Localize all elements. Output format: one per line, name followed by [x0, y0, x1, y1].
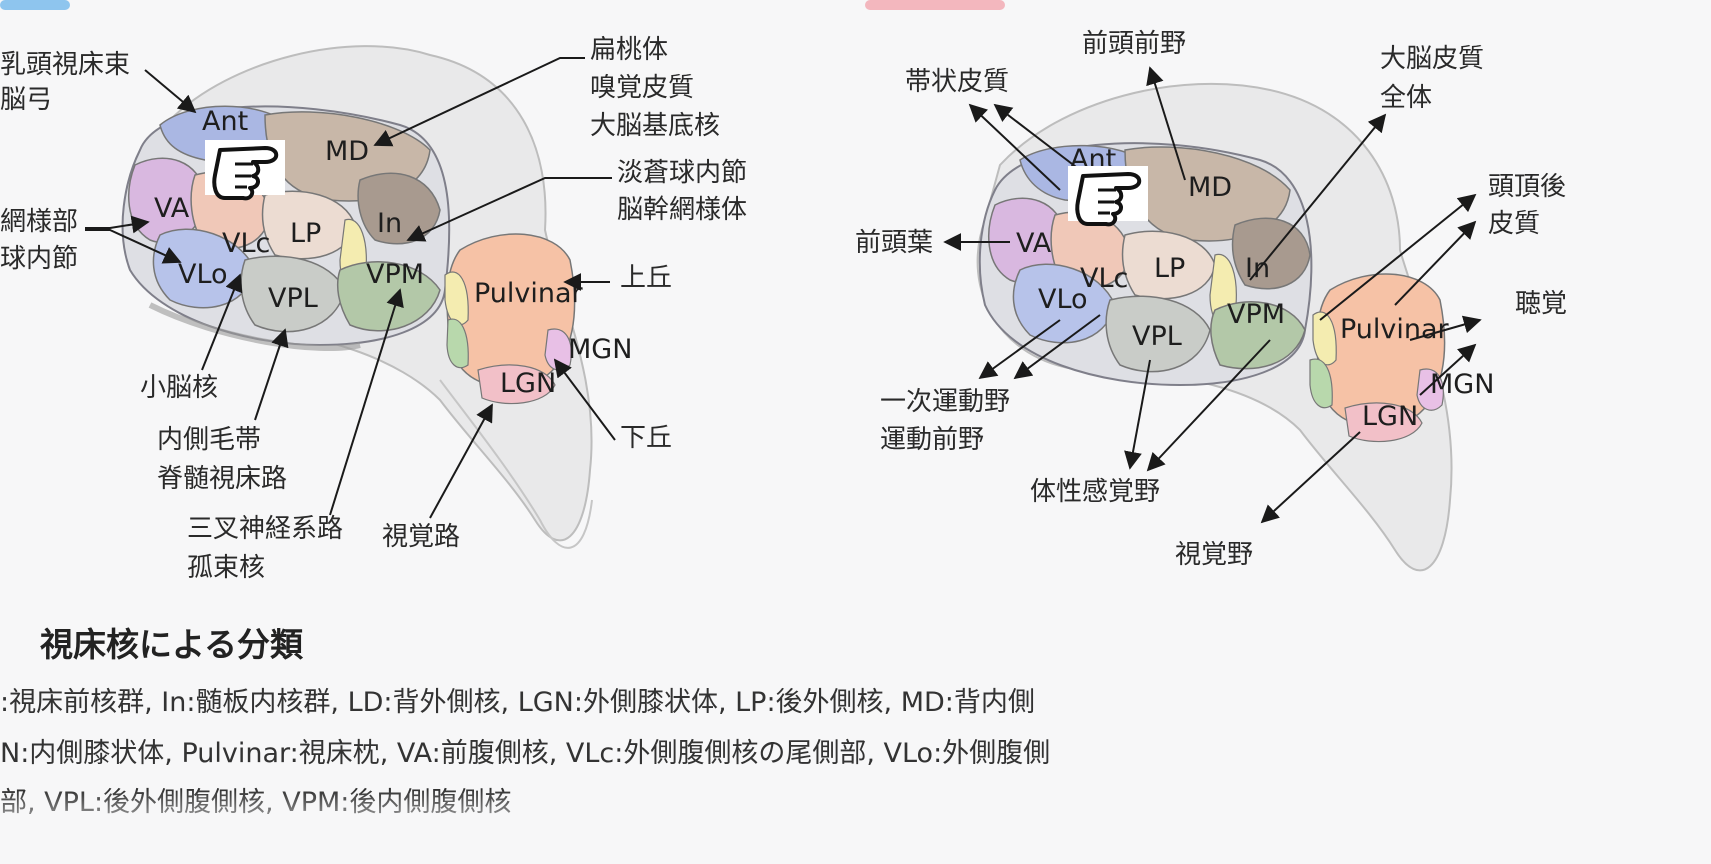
left-label-vlc: VLc [222, 228, 270, 259]
left-pulvinar-yellow [444, 271, 469, 326]
left-brainstem [439, 379, 593, 549]
tab-right-decoration [865, 0, 1005, 10]
left-label-medial-lemniscus: 内側毛帯 [157, 425, 261, 455]
right-label-parietal: 頭頂後 [1488, 172, 1566, 202]
section-title: 視床核による分類 [40, 625, 304, 664]
right-nucleus-lgn [1344, 402, 1423, 443]
right-label-premotor: 運動前野 [880, 425, 984, 455]
left-label-lgn: LGN [500, 368, 556, 399]
right-pulvinar-yellow [1312, 311, 1337, 366]
pointing-hand-icon [205, 140, 285, 201]
right-label-va: VA [1016, 228, 1052, 259]
left-label-solitary: 孤束核 [187, 553, 265, 583]
right-label-cortex: 皮質 [1488, 209, 1540, 239]
left-label-reticular: 網様部 [0, 207, 78, 237]
right-label-whole: 全体 [1380, 83, 1432, 113]
right-label-vpl: VPL [1132, 321, 1182, 352]
left-label-vlo: VLo [178, 259, 228, 290]
right-label-vpm: VPM [1227, 299, 1285, 330]
left-label-mammillothalamic: 乳頭視床束 [0, 50, 130, 80]
left-label-superior-colliculus: 上丘 [620, 263, 672, 293]
left-label-olfactory: 嗅覚皮質 [590, 73, 694, 103]
left-label-inferior-colliculus: 下丘 [620, 423, 672, 453]
left-thalamus-plate [148, 302, 361, 352]
left-label-vpm: VPM [366, 259, 424, 290]
left-label-fornix: 脳弓 [0, 85, 52, 115]
left-label-in: In [377, 208, 402, 239]
right-nucleus-lp [1121, 230, 1216, 300]
pointing-hand-icon-right [1068, 166, 1148, 227]
legend-line: :視床前核群, In:髄板内核群, LD:背外側核, LGN:外側膝状体, LP… [0, 687, 1035, 718]
tab-left-decoration [0, 0, 70, 10]
left-label-md: MD [325, 136, 369, 167]
right-label-cerebral: 大脳皮質 [1380, 44, 1484, 74]
right-label-md: MD [1188, 172, 1232, 203]
left-diagram: Ant MD VA VLc LP In VLo VPL VPM Pulvinar… [0, 35, 747, 583]
left-label-amygdala: 扁桃体 [590, 35, 668, 65]
left-label-globus-pallidus: 淡蒼球内節 [617, 158, 747, 188]
right-label-lgn: LGN [1362, 401, 1418, 432]
right-label-in: In [1245, 253, 1270, 284]
left-arrows [85, 57, 616, 519]
right-label-pulvinar: Pulvinar [1340, 314, 1450, 345]
right-label-auditory: 聴覚 [1515, 289, 1567, 319]
left-label-vpl: VPL [268, 283, 318, 314]
right-label-lp: LP [1154, 253, 1185, 284]
left-label-cerebellar: 小脳核 [140, 373, 218, 403]
left-label-lp: LP [290, 218, 321, 249]
right-label-visual: 視覚野 [1175, 540, 1253, 570]
left-label-gpi: 球内節 [0, 244, 78, 274]
right-nucleus-vpm [1210, 301, 1306, 370]
right-label-vlc: VLc [1080, 263, 1128, 294]
right-label-somatosensory: 体性感覚野 [1030, 477, 1160, 507]
left-label-trigeminal: 三叉神経系路 [187, 514, 343, 544]
left-label-mgn: MGN [568, 334, 632, 365]
legend-line: N:内側膝状体, Pulvinar:視床枕, VA:前腹側核, VLc:外側腹側… [0, 738, 1051, 769]
left-label-brainstem-reticular: 脳幹網様体 [617, 195, 747, 225]
bottom-fade [0, 790, 1711, 864]
right-pulvinar-green [1309, 358, 1333, 409]
left-label-va: VA [154, 193, 190, 224]
right-arrows [943, 66, 1482, 524]
right-nucleus-vpl [1105, 295, 1211, 373]
left-label-spinothalamic: 脊髄視床路 [157, 464, 287, 494]
left-pulvinar-green [446, 318, 469, 369]
right-label-prefrontal: 前頭前野 [1082, 29, 1186, 59]
left-label-basal-ganglia: 大脳基底核 [590, 111, 720, 141]
right-label-vlo: VLo [1038, 284, 1088, 315]
right-label-primary-motor: 一次運動野 [880, 387, 1010, 417]
right-label-cingulate: 帯状皮質 [905, 67, 1009, 97]
right-label-frontal: 前頭葉 [855, 228, 933, 258]
left-label-optic-tract: 視覚路 [382, 522, 460, 552]
right-label-mgn: MGN [1430, 369, 1494, 400]
left-nucleus-vpl [240, 255, 346, 333]
right-diagram: Ant MD VA VLc LP In VLo VPL VPM Pulvinar… [855, 29, 1567, 572]
left-label-ant: Ant [202, 106, 248, 137]
left-nucleus-lp [261, 190, 356, 260]
left-nucleus-lgn [477, 364, 556, 405]
